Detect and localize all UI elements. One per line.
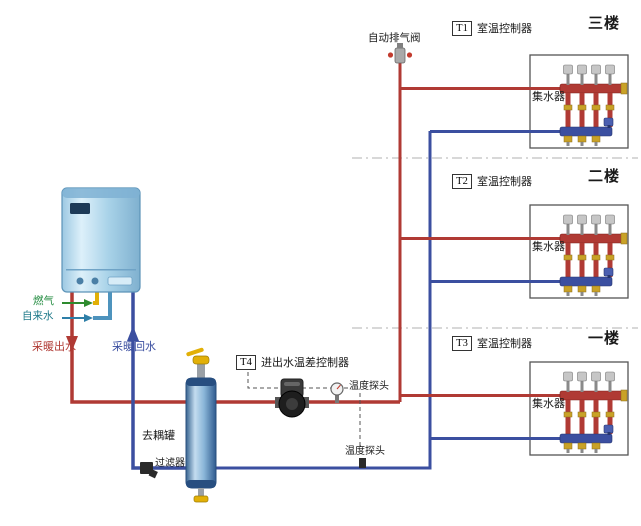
controller-tag-t4: T4	[236, 355, 256, 370]
manifold-label-f1: 集水器	[532, 398, 565, 410]
gas-label: 燃气	[33, 296, 54, 307]
manifold-floor1	[398, 360, 630, 457]
boiler-knob	[91, 277, 99, 285]
room-controller-label-f1: 室温控制器	[477, 338, 532, 350]
floor-name-2: 二楼	[588, 169, 621, 185]
auto-air-vent-icon	[387, 43, 413, 64]
floor-name-3: 三楼	[588, 16, 621, 32]
decoupling-tank	[185, 347, 217, 503]
room-controller-label-f3: 室温控制器	[477, 23, 532, 35]
heating-supply-label: 采暖出水	[32, 341, 76, 353]
manifold-label-f3: 集水器	[532, 91, 565, 103]
return-flow-arrow	[127, 326, 139, 341]
t4-controller-label: 进出水温差控制器	[261, 357, 349, 369]
decoupling-tank-label: 去耦罐	[142, 430, 175, 442]
temp-sensor-supply-icon	[330, 382, 344, 403]
manifold-floor3	[398, 53, 630, 150]
filter-strainer	[140, 462, 158, 479]
controller-tag-t3: T3	[452, 336, 472, 351]
temp-probe-label-supply: 温度探头	[348, 381, 390, 393]
wall-boiler	[61, 187, 141, 293]
auto-air-vent-label: 自动排气阀	[368, 33, 421, 44]
heating-return-label: 采暖回水	[112, 341, 156, 353]
supply-flow-arrow	[66, 336, 78, 351]
floor-name-1: 一楼	[588, 331, 621, 347]
t4-sensor-wire	[247, 372, 361, 457]
tank-drain-valve	[193, 495, 209, 503]
tank-top-valve	[192, 355, 210, 365]
tank-top-valve-lever	[186, 347, 204, 357]
boiler-display	[70, 203, 90, 214]
pipework	[62, 63, 432, 470]
controller-tag-t2: T2	[452, 174, 472, 189]
temp-sensor-return-icon	[359, 457, 366, 468]
tap-water-label: 自来水	[22, 311, 54, 322]
manifold-floor2	[398, 203, 630, 300]
boiler-knob	[76, 277, 84, 285]
circulation-pump	[275, 378, 309, 418]
manifold-label-f2: 集水器	[532, 241, 565, 253]
controller-tag-t1: T1	[452, 21, 472, 36]
temp-probe-label-return: 温度探头	[344, 446, 386, 458]
filter-label: 过滤器	[155, 458, 185, 469]
room-controller-label-f2: 室温控制器	[477, 176, 532, 188]
